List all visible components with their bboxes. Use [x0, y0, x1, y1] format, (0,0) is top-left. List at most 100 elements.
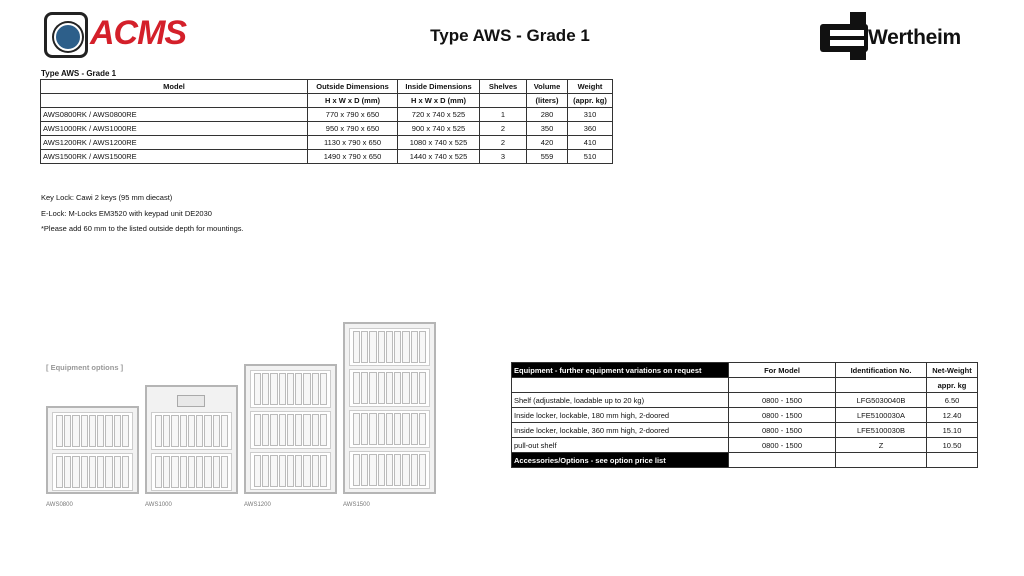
cabinet-label: AWS1000	[145, 502, 172, 508]
subheader-cell	[479, 93, 527, 108]
cell-shelves: 2	[479, 121, 527, 136]
inside-locker-icon	[177, 395, 205, 407]
column-header-identification: Identification No.	[835, 362, 927, 378]
spec-table: Model Outside Dimensions Inside Dimensio…	[40, 79, 613, 164]
equipment-options-label: [ Equipment options ]	[46, 363, 124, 372]
subheader-cell	[40, 93, 308, 108]
cell-volume: 420	[526, 135, 568, 150]
column-header-model: Model	[40, 79, 308, 94]
cabinet-aws1000-image	[145, 385, 238, 494]
equipment-table-subheader-row: appr. kg	[511, 377, 978, 393]
cell-for-model: 0800 - 1500	[728, 422, 836, 438]
footer-cell	[926, 452, 978, 468]
subheader-cell	[835, 377, 927, 393]
page-title: Type AWS - Grade 1	[430, 26, 590, 45]
cell-identification: Z	[835, 437, 927, 453]
cell-model: AWS1200RK / AWS1200RE	[40, 135, 308, 150]
subheader-cell: (appr. kg)	[567, 93, 613, 108]
wertheim-logo-text: Wertheim	[868, 26, 961, 49]
column-header-weight: Weight	[567, 79, 613, 94]
cell-equipment: Inside locker, lockable, 180 mm high, 2-…	[511, 407, 729, 423]
table-row: pull-out shelf 0800 - 1500 Z 10.50	[511, 437, 978, 453]
cell-shelves: 3	[479, 149, 527, 164]
column-header-shelves: Shelves	[479, 79, 527, 94]
cell-identification: LFE5100030A	[835, 407, 927, 423]
subheader-cell: H x W x D (mm)	[397, 93, 480, 108]
cell-shelves: 1	[479, 107, 527, 122]
cell-volume: 350	[526, 121, 568, 136]
cell-inside: 720 x 740 x 525	[397, 107, 480, 122]
cell-net-weight: 12.40	[926, 407, 978, 423]
cell-model: AWS0800RK / AWS0800RE	[40, 107, 308, 122]
cell-inside: 900 x 740 x 525	[397, 121, 480, 136]
camera-icon	[44, 12, 88, 58]
equipment-table: Equipment - further equipment variations…	[511, 362, 978, 468]
cabinet-label: AWS0800	[46, 502, 73, 508]
table-row: AWS1000RK / AWS1000RE 950 x 790 x 650 90…	[40, 121, 613, 136]
cell-inside: 1080 x 740 x 525	[397, 135, 480, 150]
cell-for-model: 0800 - 1500	[728, 407, 836, 423]
column-header-equipment: Equipment - further equipment variations…	[511, 362, 729, 378]
wertheim-logo: Wertheim	[818, 10, 988, 62]
column-header-net-weight: Net-Weight	[926, 362, 978, 378]
table-row: AWS0800RK / AWS0800RE 770 x 790 x 650 72…	[40, 107, 613, 122]
cell-weight: 360	[567, 121, 613, 136]
cell-weight: 410	[567, 135, 613, 150]
equipment-table-header-row: Equipment - further equipment variations…	[511, 362, 978, 378]
table-row: AWS1200RK / AWS1200RE 1130 x 790 x 650 1…	[40, 135, 613, 150]
cabinet-label: AWS1500	[343, 502, 370, 508]
spec-table-subheader-row: H x W x D (mm) H x W x D (mm) (liters) (…	[40, 93, 613, 108]
cell-weight: 310	[567, 107, 613, 122]
cell-model: AWS1500RK / AWS1500RE	[40, 149, 308, 164]
cell-inside: 1440 x 740 x 525	[397, 149, 480, 164]
cell-equipment: pull-out shelf	[511, 437, 729, 453]
cell-outside: 770 x 790 x 650	[307, 107, 398, 122]
key-lock-note: Key Lock: Cawi 2 keys (95 mm diecast)	[41, 193, 173, 202]
equipment-table-footer-row: Accessories/Options - see option price l…	[511, 452, 978, 468]
cell-volume: 559	[526, 149, 568, 164]
subheader-cell	[728, 377, 836, 393]
cell-weight: 510	[567, 149, 613, 164]
cabinet-aws1200-image	[244, 364, 337, 494]
mounting-note: *Please add 60 mm to the listed outside …	[41, 224, 244, 233]
cell-shelves: 2	[479, 135, 527, 150]
cell-for-model: 0800 - 1500	[728, 392, 836, 408]
table-row: Inside locker, lockable, 360 mm high, 2-…	[511, 422, 978, 438]
cell-identification: LFE5100030B	[835, 422, 927, 438]
cell-outside: 1130 x 790 x 650	[307, 135, 398, 150]
acms-logo-text: ACMS	[90, 14, 187, 52]
wertheim-mark-icon	[820, 12, 872, 60]
cell-equipment: Inside locker, lockable, 360 mm high, 2-…	[511, 422, 729, 438]
table-row: Inside locker, lockable, 180 mm high, 2-…	[511, 407, 978, 423]
acms-logo: ACMS	[44, 12, 194, 60]
spec-table-header-row: Model Outside Dimensions Inside Dimensio…	[40, 79, 613, 94]
column-header-volume: Volume	[526, 79, 568, 94]
cell-identification: LFG5030040B	[835, 392, 927, 408]
subheader-cell: (liters)	[526, 93, 568, 108]
cell-outside: 1490 x 790 x 650	[307, 149, 398, 164]
cell-equipment: Shelf (adjustable, loadable up to 20 kg)	[511, 392, 729, 408]
accessories-options-note: Accessories/Options - see option price l…	[511, 452, 729, 468]
cell-net-weight: 15.10	[926, 422, 978, 438]
cell-volume: 280	[526, 107, 568, 122]
cell-model: AWS1000RK / AWS1000RE	[40, 121, 308, 136]
cabinet-aws1500-image	[343, 322, 436, 494]
table-row: AWS1500RK / AWS1500RE 1490 x 790 x 650 1…	[40, 149, 613, 164]
column-header-inside: Inside Dimensions	[397, 79, 480, 94]
cell-outside: 950 x 790 x 650	[307, 121, 398, 136]
column-header-for-model: For Model	[728, 362, 836, 378]
subheader-weight-unit: appr. kg	[926, 377, 978, 393]
column-header-outside: Outside Dimensions	[307, 79, 398, 94]
cabinet-label: AWS1200	[244, 502, 271, 508]
cabinet-aws0800-image	[46, 406, 139, 494]
subheader-cell: H x W x D (mm)	[307, 93, 398, 108]
cell-net-weight: 10.50	[926, 437, 978, 453]
footer-cell	[835, 452, 927, 468]
footer-cell	[728, 452, 836, 468]
cell-for-model: 0800 - 1500	[728, 437, 836, 453]
table-row: Shelf (adjustable, loadable up to 20 kg)…	[511, 392, 978, 408]
spec-table-caption: Type AWS - Grade 1	[41, 69, 117, 78]
subheader-cell	[511, 377, 729, 393]
cell-net-weight: 6.50	[926, 392, 978, 408]
e-lock-note: E-Lock: M-Locks EM3520 with keypad unit …	[41, 209, 212, 218]
